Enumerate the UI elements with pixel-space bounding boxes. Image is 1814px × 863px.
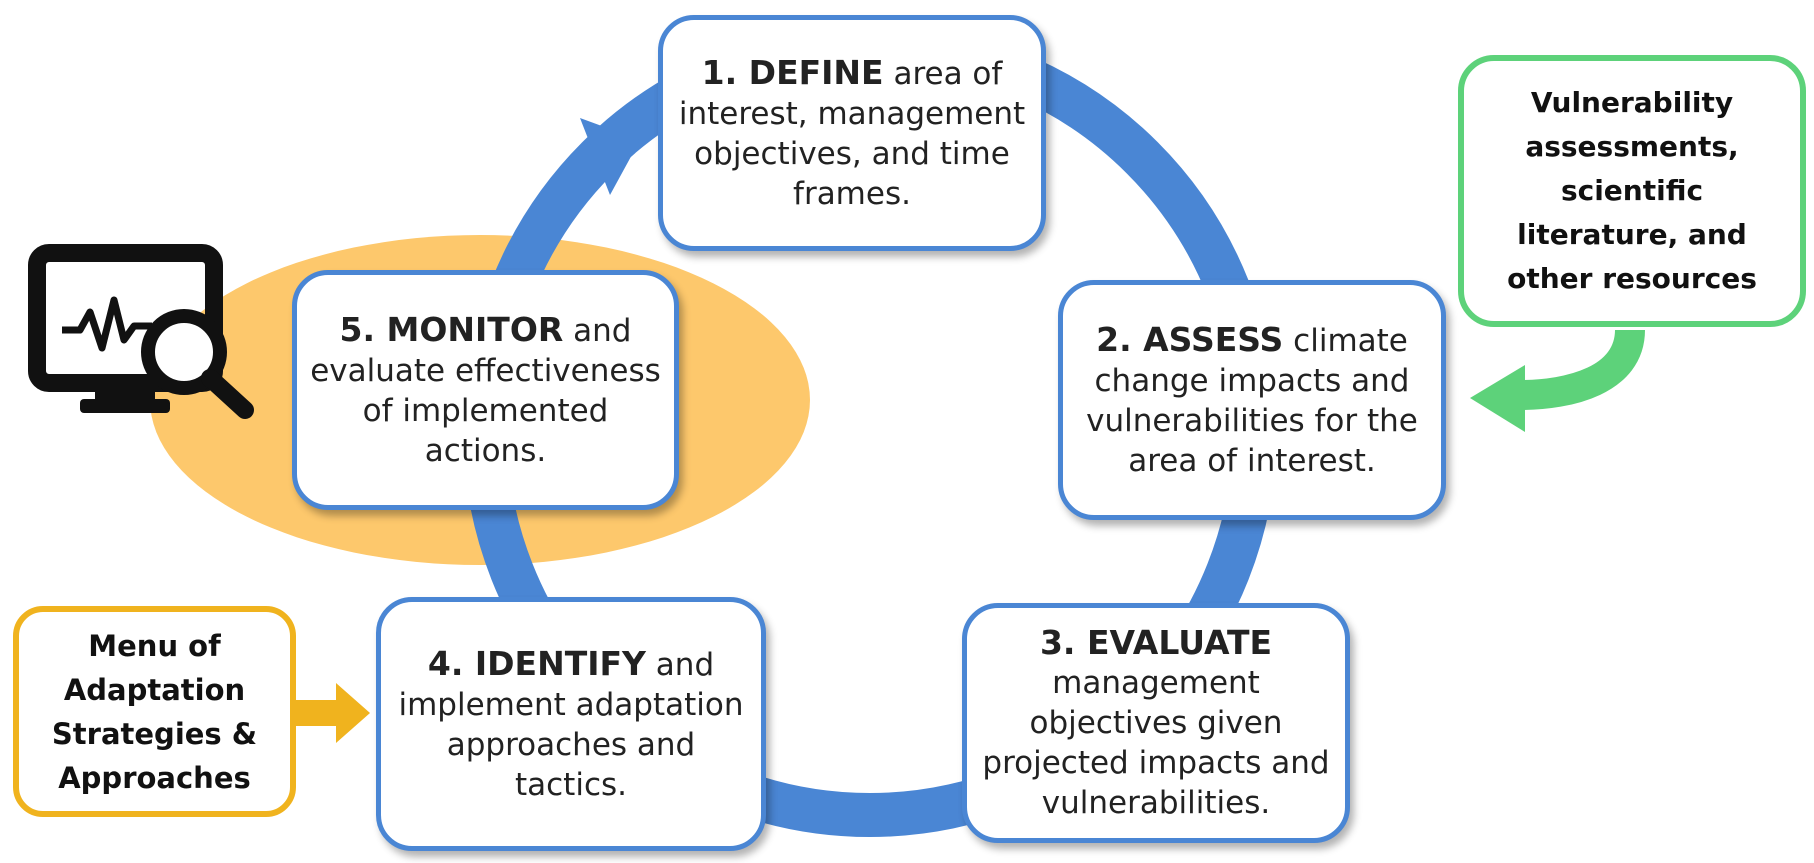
step-2-label: 2. ASSESS	[1096, 319, 1284, 359]
resource-arrow-shaft	[1519, 328, 1645, 410]
step-4-identify-box: 4. IDENTIFY and implement adaptation app…	[376, 597, 766, 851]
menu-arrow-head	[336, 683, 370, 743]
step-1-text: area of interest, management objectives,…	[678, 55, 1026, 212]
step-5-label: 5. MONITOR	[339, 309, 564, 349]
step-2-text: climate change impacts and vulnerabiliti…	[1086, 322, 1418, 479]
step-1-define-box: 1. DEFINE area of interest, management o…	[658, 15, 1046, 251]
menu-box: Menu of Adaptation Strategies & Approach…	[13, 606, 296, 817]
cycle-arrowhead	[580, 118, 640, 195]
menu-text: Menu of Adaptation Strategies & Approach…	[51, 628, 258, 795]
step-3-evaluate-box: 3. EVALUATE management objectives given …	[962, 603, 1350, 843]
step-3-label: 3. EVALUATE	[1039, 623, 1273, 662]
step-3-text: management objectives given projected im…	[982, 665, 1330, 821]
step-2-assess-box: 2. ASSESS climate change impacts and vul…	[1058, 280, 1446, 520]
resource-arrow-head	[1470, 365, 1525, 432]
resources-text: Vulnerability assessments, scientific li…	[1507, 86, 1757, 295]
monitor-search-icon	[28, 244, 254, 419]
step-1-label: 1. DEFINE	[701, 52, 884, 92]
step-4-text: and implement adaptation approaches and …	[398, 646, 744, 803]
step-4-label: 4. IDENTIFY	[427, 643, 646, 683]
resources-box: Vulnerability assessments, scientific li…	[1458, 55, 1806, 327]
menu-arrow-shaft	[290, 700, 338, 726]
step-5-monitor-box: 5. MONITOR and evaluate effectiveness of…	[292, 270, 679, 510]
step-5-text: and evaluate effectiveness of implemente…	[310, 312, 661, 469]
